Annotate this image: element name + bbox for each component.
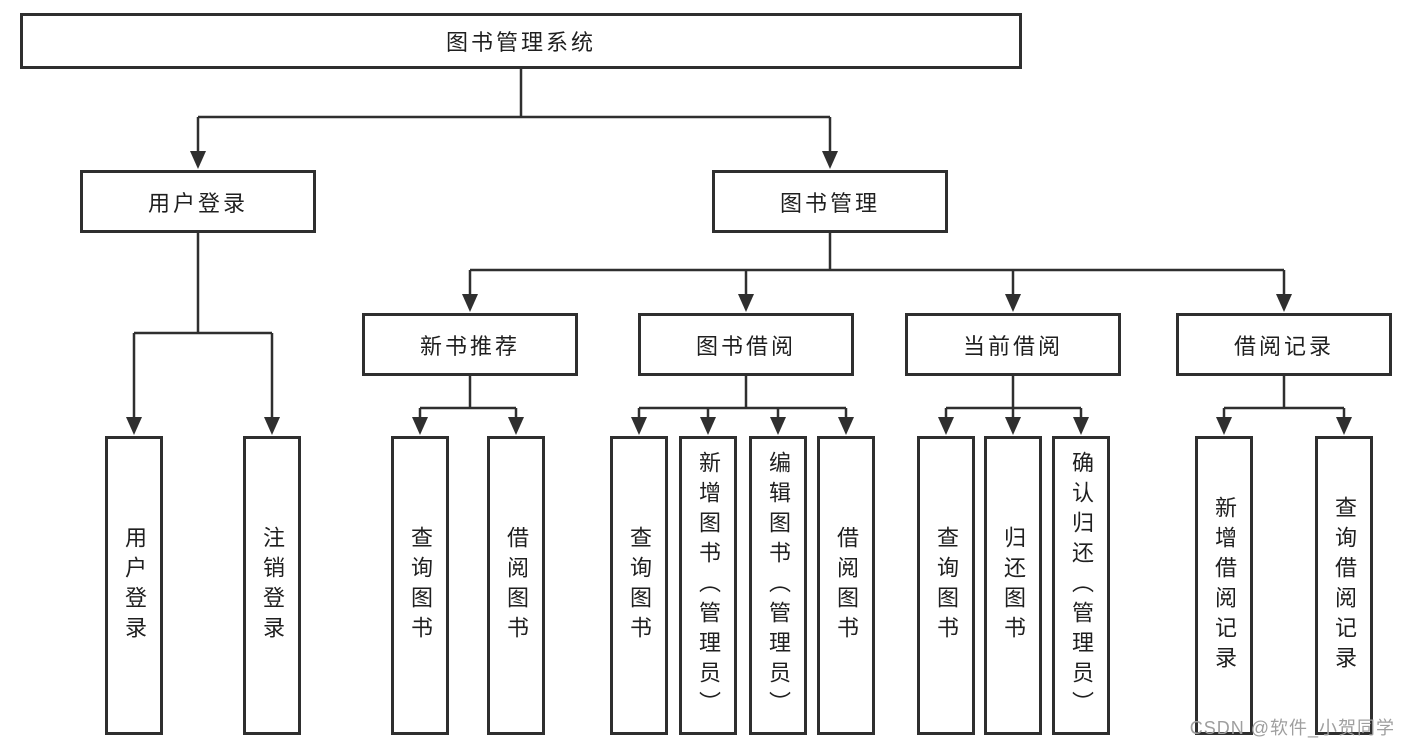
leaf-records-add-record-label: 新增借阅记录 bbox=[1212, 495, 1237, 676]
leaf-newbooks-query-book: 查询图书 bbox=[391, 436, 449, 735]
leaf-borrow-borrow-book: 借阅图书 bbox=[817, 436, 875, 735]
leaf-user-login-label: 用户登录 bbox=[122, 525, 147, 646]
node-new-book-recommend: 新书推荐 bbox=[362, 313, 578, 376]
node-borrow-records: 借阅记录 bbox=[1176, 313, 1392, 376]
leaf-records-query-record-label: 查询借阅记录 bbox=[1332, 495, 1357, 676]
leaf-logout-label: 注销登录 bbox=[260, 525, 285, 646]
leaf-borrow-borrow-book-label: 借阅图书 bbox=[834, 525, 859, 646]
leaf-borrow-add-book-admin: 新增图书（管理员） bbox=[679, 436, 737, 735]
leaf-borrow-add-book-admin-label: 新增图书（管理员） bbox=[696, 450, 721, 721]
node-user-login-label: 用户登录 bbox=[147, 190, 248, 216]
node-current-borrow-label: 当前借阅 bbox=[962, 333, 1063, 359]
leaf-user-login: 用户登录 bbox=[105, 436, 163, 735]
node-user-login: 用户登录 bbox=[80, 170, 316, 233]
node-root-system: 图书管理系统 bbox=[20, 13, 1022, 69]
leaf-current-query-book: 查询图书 bbox=[917, 436, 975, 735]
leaf-current-return-book: 归还图书 bbox=[984, 436, 1042, 735]
node-book-borrow: 图书借阅 bbox=[638, 313, 854, 376]
node-book-borrow-label: 图书借阅 bbox=[695, 333, 796, 359]
csdn-watermark: CSDN @软件_小贺同学 bbox=[1189, 718, 1395, 738]
leaf-borrow-edit-book-admin-label: 编辑图书（管理员） bbox=[766, 450, 791, 721]
leaf-newbooks-borrow-book-label: 借阅图书 bbox=[504, 525, 529, 646]
leaf-current-return-book-label: 归还图书 bbox=[1001, 525, 1026, 646]
leaf-logout: 注销登录 bbox=[243, 436, 301, 735]
node-current-borrow: 当前借阅 bbox=[905, 313, 1121, 376]
leaf-current-confirm-return-admin-label: 确认归还（管理员） bbox=[1069, 450, 1094, 721]
leaf-borrow-query-book: 查询图书 bbox=[610, 436, 668, 735]
leaf-current-query-book-label: 查询图书 bbox=[934, 525, 959, 646]
leaf-borrow-edit-book-admin: 编辑图书（管理员） bbox=[749, 436, 807, 735]
node-book-management: 图书管理 bbox=[712, 170, 948, 233]
leaf-newbooks-query-book-label: 查询图书 bbox=[408, 525, 433, 646]
node-book-management-label: 图书管理 bbox=[779, 190, 880, 216]
leaf-records-query-record: 查询借阅记录 bbox=[1315, 436, 1373, 735]
leaf-newbooks-borrow-book: 借阅图书 bbox=[487, 436, 545, 735]
node-new-book-recommend-label: 新书推荐 bbox=[419, 333, 520, 359]
node-borrow-records-label: 借阅记录 bbox=[1233, 333, 1334, 359]
leaf-current-confirm-return-admin: 确认归还（管理员） bbox=[1052, 436, 1110, 735]
leaf-records-add-record: 新增借阅记录 bbox=[1195, 436, 1253, 735]
node-root-system-label: 图书管理系统 bbox=[445, 30, 596, 55]
leaf-borrow-query-book-label: 查询图书 bbox=[627, 525, 652, 646]
